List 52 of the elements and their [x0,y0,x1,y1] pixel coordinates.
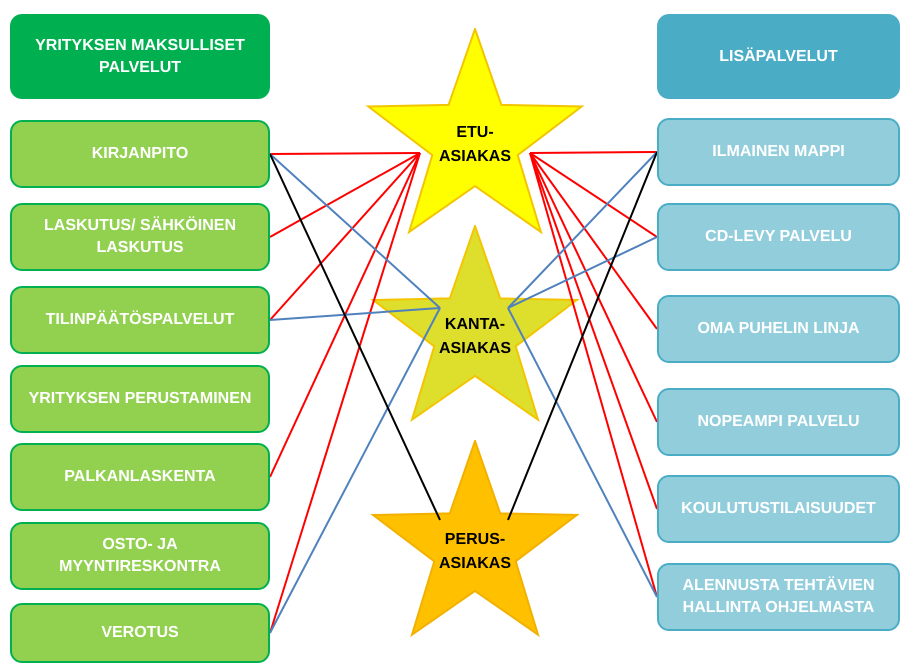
star-label: PERUS- ASIAKAS [438,530,512,574]
service-box [10,365,270,433]
box-label: KIRJANPITO [92,144,188,164]
service-box [657,295,900,363]
box-label: TILINPÄÄTÖSPALVELUT [46,309,234,330]
box-label: KOULUTUSTILAISUUDET [681,499,876,519]
box-label: LISÄPALVELUT [719,46,838,66]
box-label: VEROTUS [101,623,179,643]
star-label: ETU- ASIAKAS [438,123,512,167]
box-label: OSTO- JA MYYNTIRESKONTRA [58,535,222,577]
service-box [10,203,270,271]
service-box [10,443,270,511]
box-label: YRITYKSEN MAKSULLISET PALVELUT [34,36,246,78]
connector-line [269,154,441,520]
service-box [657,203,900,271]
connector-line [269,152,421,478]
connector-line [529,152,658,330]
connector-line [269,153,441,309]
box-label: OMA PUHELIN LINJA [697,319,860,339]
service-box [657,475,900,543]
service-box [657,388,900,456]
service-box [10,603,270,663]
connector-line [269,152,421,321]
connector-line [508,236,658,309]
header-box [10,14,270,99]
service-box [657,563,900,631]
box-label: ILMAINEN MAPPI [712,142,845,162]
star-label: KANTA- ASIAKAS [438,315,512,359]
box-label: LASKUTUS/ SÄHKÖINEN LASKUTUS [42,215,237,258]
connector-line [507,151,658,309]
connector-line [269,308,441,634]
connector-line [529,152,658,598]
service-box [10,120,270,188]
connector-line [529,152,658,238]
box-label: ALENNUSTA TEHTÄVIEN HALLINTA OHJELMASTA [682,575,876,618]
box-label: CD-LEVY PALVELU [705,227,852,247]
connector-line [507,308,658,598]
service-box [657,118,900,186]
box-label: PALKANLASKENTA [64,467,216,487]
box-label: YRITYKSEN PERUSTAMINEN [28,389,252,409]
connector-line [529,152,658,422]
connector-line [529,152,658,510]
box-label: NOPEAMPI PALVELU [697,412,860,432]
header-box [657,14,900,99]
connector-line [270,152,420,155]
connector-line [270,307,440,321]
service-box [10,522,270,590]
connector-line [269,152,421,634]
service-box [10,286,270,354]
connector-line [270,152,420,238]
connector-line [507,152,658,520]
connector-line [530,151,657,154]
